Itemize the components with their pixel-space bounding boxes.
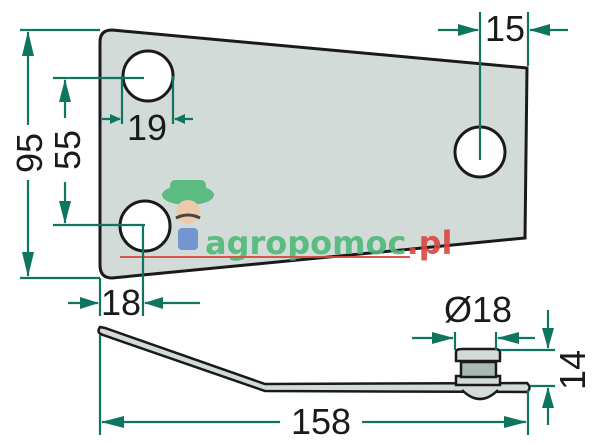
label-diameter-18: Ø18	[444, 289, 512, 330]
plate-top-view	[98, 28, 529, 280]
dimension-diameter-18: Ø18	[412, 289, 535, 350]
label-158: 158	[291, 401, 351, 442]
dimension-18: 18	[68, 226, 200, 323]
label-15: 15	[485, 8, 525, 49]
dimension-158: 158	[98, 335, 530, 442]
svg-text:agropomoc.pl: agropomoc.pl	[205, 224, 452, 262]
dimension-55: 55	[47, 76, 145, 227]
bolt-side-view	[454, 347, 502, 401]
hole-top-left	[121, 49, 175, 103]
watermark-text: agropomoc	[205, 224, 406, 262]
label-95: 95	[9, 133, 50, 173]
label-19: 19	[127, 107, 167, 148]
watermark-logo: agropomoc.pl	[120, 180, 452, 262]
label-14: 14	[552, 350, 593, 390]
dimension-95: 95	[9, 28, 100, 280]
label-18: 18	[101, 282, 141, 323]
dimension-19: 19	[102, 76, 193, 148]
dimension-15: 15	[438, 8, 568, 160]
watermark-suffix: .pl	[406, 224, 452, 262]
label-55: 55	[47, 130, 88, 170]
dimension-14: 14	[500, 310, 593, 425]
